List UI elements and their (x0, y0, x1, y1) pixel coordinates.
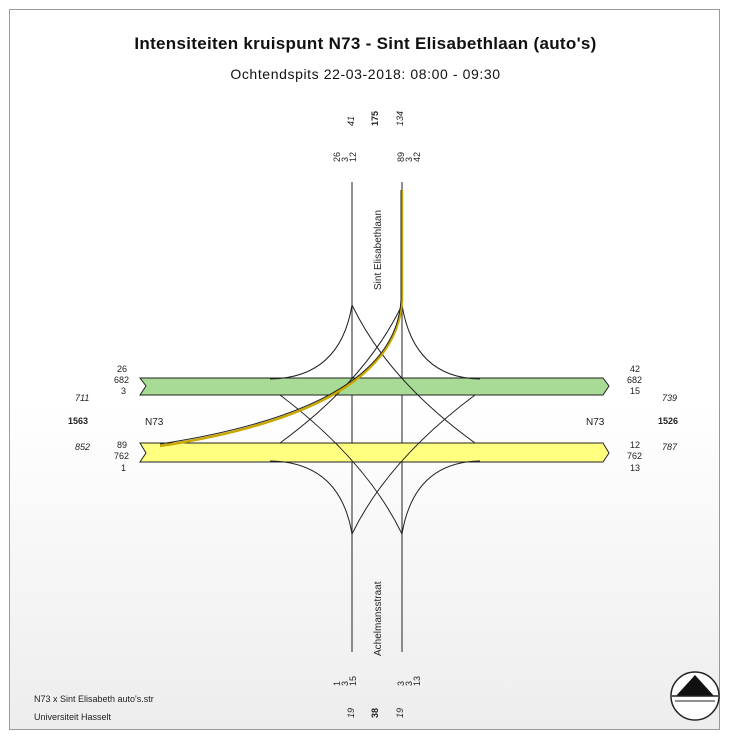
diagram-subtitle: Ochtendspits 22-03-2018: 08:00 - 09:30 (230, 66, 501, 82)
east-out-movement-2: 762 (627, 451, 642, 461)
curve-north-west (269, 304, 353, 380)
west-east-upper-band (139, 377, 610, 396)
south-in-movement-2: 3 (340, 681, 350, 686)
east-in-total: 739 (662, 393, 677, 403)
west-out-total: 711 (75, 393, 89, 403)
road-label-west: N73 (145, 417, 164, 428)
west-out-movement-3: 3 (121, 386, 126, 396)
north-arrow-icon (670, 671, 720, 721)
west-in-movement-3: 1 (121, 463, 126, 473)
curve-north-east (401, 304, 481, 380)
road-label-south: Achelmansstraat (373, 581, 384, 656)
east-out-total: 787 (662, 442, 678, 452)
east-in-movement-1: 42 (630, 364, 640, 374)
west-east-lower-band (139, 442, 610, 463)
south-in-movement-3: 15 (348, 676, 358, 686)
curve-south-northeast (351, 394, 476, 535)
south-in-movement-1: 1 (332, 681, 342, 686)
road-label-north: Sint Elisabethlaan (373, 210, 384, 290)
north-in-movement-3: 42 (412, 152, 422, 162)
diagram-title: Intensiteiten kruispunt N73 - Sint Elisa… (134, 34, 597, 53)
east-out-movement-3: 13 (630, 463, 640, 473)
footer-org: Universiteit Hasselt (34, 712, 112, 722)
diagram-frame (9, 9, 720, 730)
road-label-east: N73 (586, 417, 605, 428)
west-in-total: 852 (75, 442, 90, 452)
north-out-movement-1: 26 (332, 152, 342, 162)
highlighted-movement (159, 190, 404, 448)
curve-south-west (269, 460, 353, 535)
north-cross-total: 175 (370, 111, 380, 126)
curve-north-southwest (279, 304, 403, 444)
north-in-movement-2: 3 (404, 157, 414, 162)
north-in-total: 134 (395, 111, 405, 126)
south-cross-total: 38 (370, 708, 380, 718)
north-out-movement-2: 3 (340, 157, 350, 162)
curve-south-east (401, 460, 481, 535)
west-cross-total: 1563 (68, 416, 88, 426)
south-out-total: 19 (395, 708, 405, 718)
north-out-total: 41 (346, 116, 356, 126)
east-cross-total: 1526 (658, 416, 678, 426)
east-out-movement-1: 12 (630, 440, 640, 450)
south-out-movement-2: 3 (404, 681, 414, 686)
turning-movements (269, 304, 481, 535)
curve-north-southeast (351, 304, 476, 444)
footer-file: N73 x Sint Elisabeth auto's.str (34, 694, 154, 704)
south-out-movement-3: 13 (412, 676, 422, 686)
footer: N73 x Sint Elisabeth auto's.str Universi… (34, 690, 154, 726)
east-in-movement-2: 682 (627, 375, 642, 385)
south-in-total: 19 (346, 708, 356, 718)
east-in-movement-3: 15 (630, 386, 640, 396)
south-out-movement-1: 3 (396, 681, 406, 686)
north-out-movement-3: 12 (348, 152, 358, 162)
north-in-movement-1: 89 (396, 152, 406, 162)
west-out-movement-2: 682 (114, 375, 129, 385)
west-in-movement-1: 89 (117, 440, 127, 450)
west-out-movement-1: 26 (117, 364, 127, 374)
west-in-movement-2: 762 (114, 451, 129, 461)
